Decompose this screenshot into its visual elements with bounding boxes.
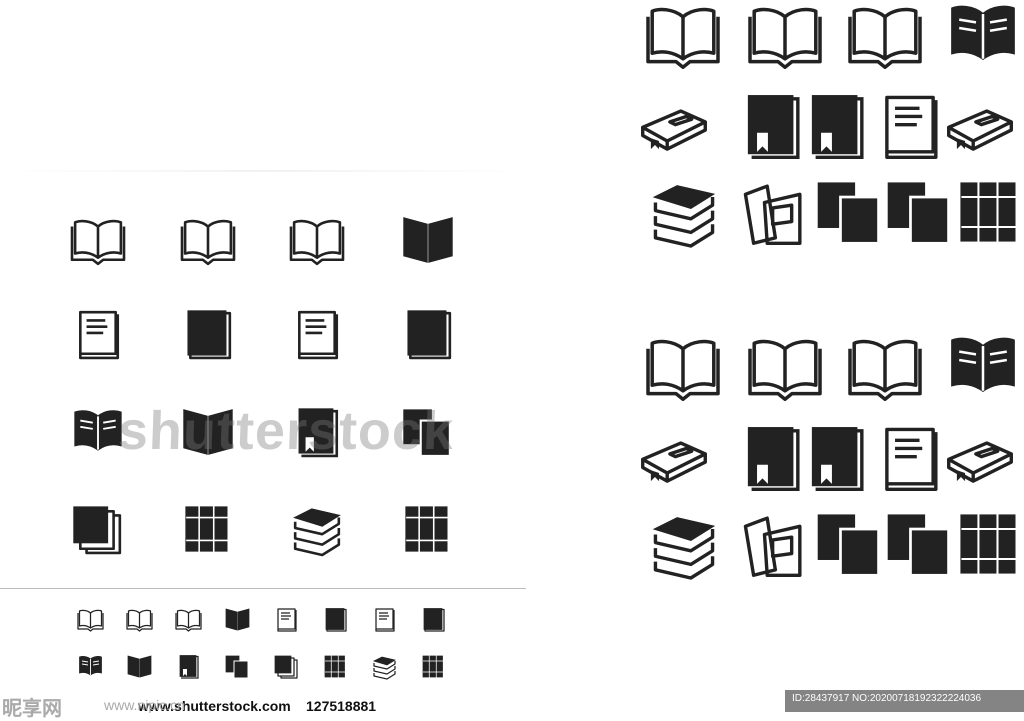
book-with-bookmark-icon — [811, 95, 864, 159]
right-icon-panel — [630, 0, 1024, 720]
watermark-text: shutterstock — [116, 401, 456, 461]
two-books-icon — [817, 514, 880, 577]
open-book-icon — [646, 339, 720, 401]
open-book-pages-icon — [951, 337, 1015, 393]
books-on-shelf-icon — [960, 182, 1019, 242]
footer-stock-id: 127518881 — [306, 698, 377, 714]
books-on-shelf-icon — [324, 655, 346, 678]
two-books-icon — [887, 182, 950, 245]
leaning-books-icon — [743, 516, 802, 577]
open-book-pages-icon — [74, 410, 122, 451]
closed-book-icon — [885, 427, 938, 491]
site-logo-url: www.nipic.cn — [104, 697, 185, 713]
id-strip — [785, 690, 1024, 712]
closed-book-solid-icon — [407, 310, 452, 360]
two-books-icon — [817, 182, 880, 245]
open-book-solid-icon — [127, 655, 152, 678]
open-book-icon — [126, 609, 153, 632]
closed-book-outline-icon — [298, 310, 339, 360]
closed-book-solid-icon — [325, 608, 347, 632]
open-book-solid-icon — [183, 409, 233, 455]
book-stack-icon — [372, 656, 396, 680]
open-book-outline-icon — [70, 219, 126, 266]
divider-line — [0, 588, 526, 589]
open-book-outline-icon — [180, 219, 236, 266]
open-book-outline-icon — [289, 219, 345, 266]
open-book-icon — [748, 339, 822, 401]
open-book-solid-icon — [225, 608, 250, 631]
book-with-bookmark-icon — [811, 427, 864, 491]
book-with-bookmark-icon — [747, 427, 800, 491]
lying-book-icon — [641, 441, 707, 483]
open-book-icon — [848, 7, 922, 69]
book-with-bookmark-icon — [179, 655, 199, 679]
two-books-icon — [403, 409, 451, 457]
stacked-books-icon — [274, 655, 298, 679]
book-stack-icon — [293, 508, 341, 557]
book-with-bookmark-icon — [747, 95, 800, 159]
books-on-shelf-icon — [405, 506, 450, 552]
books-on-shelf-icon — [185, 506, 230, 552]
id-text: ID:28437917 NO:20200718192322224036 — [792, 693, 982, 704]
footer-url: www.shutterstock.com — [138, 698, 291, 714]
open-book-icon — [646, 7, 720, 69]
book-stack-icon — [652, 185, 716, 248]
closed-book-outline-icon — [79, 310, 120, 360]
books-on-shelf-icon — [960, 514, 1019, 574]
book-stack-icon — [652, 517, 716, 580]
open-book-pages-icon — [951, 5, 1015, 61]
open-book-icon — [77, 609, 104, 632]
closed-book-icon — [375, 608, 395, 632]
leaning-books-icon — [743, 184, 802, 245]
closed-book-solid-icon — [423, 608, 445, 632]
open-book-icon — [748, 7, 822, 69]
left-icon-panel: shutterstock www.shutterstock.com 127518… — [0, 170, 530, 714]
books-on-shelf-icon — [422, 655, 444, 678]
book-with-bookmark-icon — [298, 408, 339, 458]
open-book-icon — [175, 609, 202, 632]
lying-book-icon — [947, 109, 1013, 151]
open-book-icon — [848, 339, 922, 401]
stacked-books-icon — [73, 506, 122, 555]
open-book-solid-icon — [403, 217, 453, 263]
lying-book-icon — [947, 441, 1013, 483]
left-icon-grid — [70, 217, 453, 680]
closed-book-solid-icon — [187, 310, 232, 360]
open-book-pages-icon — [79, 656, 102, 676]
two-books-icon — [887, 514, 950, 577]
closed-book-icon — [885, 95, 938, 159]
lying-book-icon — [641, 109, 707, 151]
two-books-icon — [225, 655, 249, 679]
closed-book-icon — [277, 608, 297, 632]
right-icon-grid — [641, 5, 1019, 580]
site-logo: 昵享网 — [2, 698, 62, 720]
